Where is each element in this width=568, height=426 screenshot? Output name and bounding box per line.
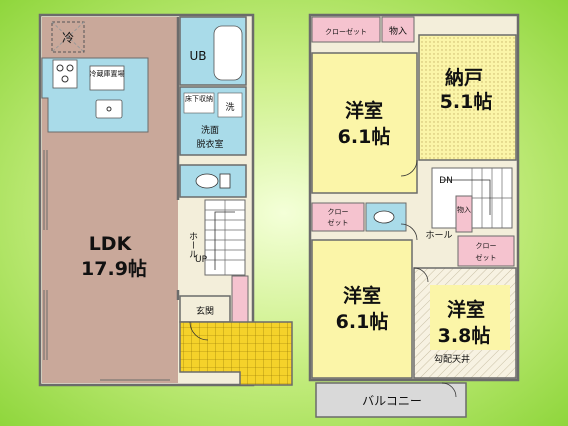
closet-right-label-2: ゼット xyxy=(476,253,497,262)
fridge-storage-label: 冷蔵庫置場 xyxy=(90,69,125,78)
balcony xyxy=(315,382,467,418)
room3-name: 洋室 xyxy=(447,298,485,321)
room1-area: 6.1帖 xyxy=(338,125,391,148)
closet-top-label: クローゼット xyxy=(325,27,367,36)
storage-top-label: 物入 xyxy=(389,25,407,37)
room-1 xyxy=(311,52,418,194)
washroom-label-1: 洗面 xyxy=(201,124,219,136)
bathtub xyxy=(213,25,243,81)
room3-area: 3.8帖 xyxy=(438,324,491,347)
closet-mid xyxy=(311,202,365,232)
bath-label: UB xyxy=(189,49,206,63)
room1-name: 洋室 xyxy=(345,99,383,122)
room2-area: 6.1帖 xyxy=(336,310,389,333)
storage-mid-label: 物入 xyxy=(457,205,471,214)
ceiling-note: 勾配天井 xyxy=(434,353,470,365)
kitchen-sink xyxy=(95,99,123,119)
room-2 xyxy=(311,239,413,379)
hall-label-2: ホール xyxy=(425,230,452,241)
shoe-closet xyxy=(231,275,249,323)
washing-machine-space xyxy=(217,92,243,118)
nando-room xyxy=(418,34,517,161)
entrance xyxy=(179,295,231,323)
room-3-floor xyxy=(430,285,510,350)
hall-label-1: ホール xyxy=(187,231,198,258)
stairs-up-label: UP xyxy=(195,255,208,265)
linen-storage-label: 床下収納 xyxy=(185,94,213,103)
closet-mid-label-1: クロー xyxy=(328,208,349,216)
linen-storage xyxy=(183,92,215,114)
balcony-label: バルコニー xyxy=(362,394,422,408)
stove xyxy=(52,59,78,89)
toilet-bowl-2f xyxy=(373,210,395,224)
toilet-bowl xyxy=(195,173,219,189)
porch xyxy=(179,321,293,386)
closet-top xyxy=(311,16,381,43)
closet-right-label-1: クロー xyxy=(476,242,497,250)
washroom-label-2: 脱衣室 xyxy=(196,138,223,150)
fridge-space xyxy=(51,21,85,53)
closet-mid-label-2: ゼット xyxy=(328,218,349,227)
nando-name: 納戸 xyxy=(445,66,483,89)
floor-1: 冷蔵庫置場 冷 LDK 17.9帖 UB 床下収納 洗 洗面 脱衣室 xyxy=(38,13,293,387)
storage-top xyxy=(381,16,415,43)
closet-right xyxy=(457,235,515,267)
dn-label: DN xyxy=(439,176,453,186)
storage-mid xyxy=(455,195,473,233)
nando-area: 5.1帖 xyxy=(440,90,493,113)
fridge-label: 冷 xyxy=(62,31,74,45)
floor-2: クローゼット 物入 洋室 6.1帖 納戸 5.1帖 DN クロー ゼット ホール… xyxy=(308,13,520,418)
entrance-label: 玄関 xyxy=(196,305,214,317)
washing-machine-label: 洗 xyxy=(225,101,234,113)
ldk-name: LDK xyxy=(89,233,133,255)
room2-name: 洋室 xyxy=(343,284,381,307)
ldk-area: 17.9帖 xyxy=(81,257,147,280)
fridge-storage-box xyxy=(89,65,125,91)
